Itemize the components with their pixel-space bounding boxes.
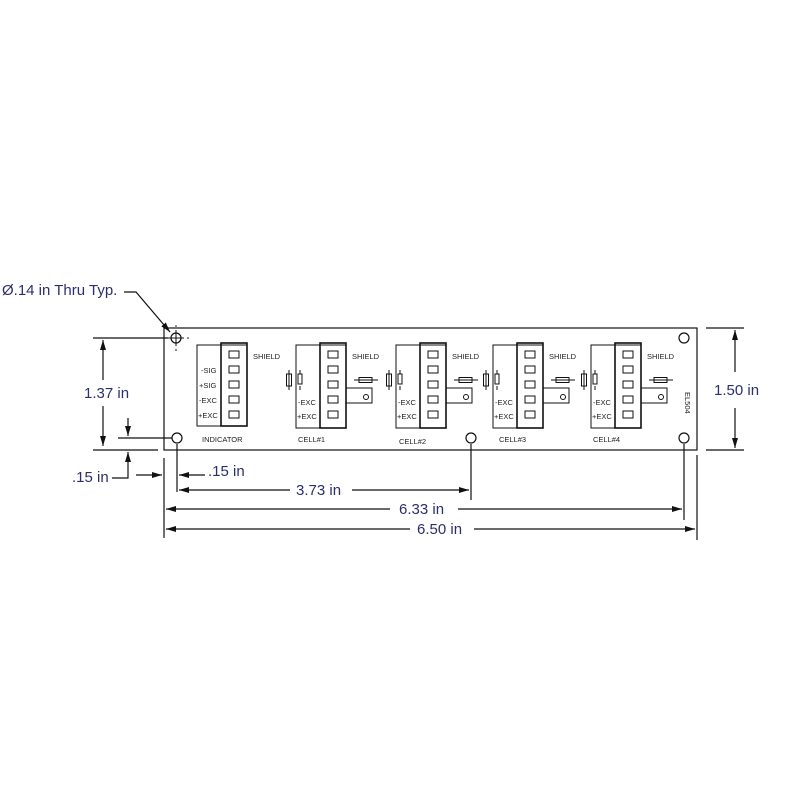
capacitor-icon	[592, 370, 598, 390]
cell-pin-label: +EXC	[592, 412, 612, 421]
mounting-hole-top-left	[168, 325, 189, 351]
cell-pin-label: +EXC	[297, 412, 317, 421]
indicator-pin-label: -SIG	[201, 366, 217, 375]
cell-label: CELL#3	[499, 435, 526, 444]
cell-connector-4	[581, 342, 673, 429]
mounting-hole-bottom-middle	[465, 432, 477, 444]
cell-shield-label: SHIELD	[549, 352, 577, 361]
cell-connector-2	[386, 342, 478, 429]
dimension-height-overall: 1.50 in	[714, 382, 759, 399]
indicator-shield-label: SHIELD	[253, 352, 281, 361]
cell-shield-label: SHIELD	[352, 352, 380, 361]
capacitor-icon	[494, 370, 500, 390]
cell-label: CELL#2	[399, 437, 426, 446]
mounting-hole-bottom-right	[678, 432, 690, 444]
cell-pin-label: +EXC	[494, 412, 514, 421]
capacitor-icon	[297, 370, 303, 390]
resistor-icon	[286, 370, 292, 390]
hole-note: Ø.14 in Thru Typ.	[2, 282, 117, 299]
capacitor-icon	[397, 370, 403, 390]
part-label: EL504	[683, 392, 692, 414]
indicator-connector	[196, 342, 248, 427]
pcb-board-outline	[163, 327, 698, 451]
cell-shield-label: SHIELD	[452, 352, 480, 361]
cell-pin-label: -EXC	[398, 398, 417, 407]
resistor-icon	[354, 377, 378, 383]
mounting-hole-bottom-left	[171, 432, 183, 444]
dimension-right-hole: 6.33 in	[399, 501, 444, 518]
cell-label: CELL#4	[593, 435, 620, 444]
dimension-middle-hole: 3.73 in	[296, 482, 341, 499]
resistor-icon	[649, 377, 673, 383]
cell-pin-label: +EXC	[397, 412, 417, 421]
dimension-hole-offset-horizontal: .15 in	[208, 463, 245, 480]
cell-pin-label: -EXC	[495, 398, 514, 407]
resistor-icon	[581, 370, 587, 390]
dimension-hole-vertical-spacing: 1.37 in	[84, 385, 129, 402]
cell-shield-label: SHIELD	[647, 352, 675, 361]
resistor-icon	[551, 377, 575, 383]
indicator-pin-label: -EXC	[199, 396, 218, 405]
mounting-hole-top-right	[678, 332, 690, 344]
cell-label: CELL#1	[298, 435, 325, 444]
cell-pin-label: -EXC	[298, 398, 317, 407]
resistor-icon	[483, 370, 489, 390]
hole-note-leader	[124, 291, 171, 333]
cell-pin-label: -EXC	[593, 398, 612, 407]
cell-connector-1	[286, 342, 378, 429]
cell-connector-3	[483, 342, 575, 429]
dimension-width-overall: 6.50 in	[417, 521, 462, 538]
indicator-pin-label: +SIG	[199, 381, 216, 390]
resistor-icon	[454, 377, 478, 383]
indicator-label: INDICATOR	[202, 435, 243, 444]
indicator-pin-label: +EXC	[198, 411, 218, 420]
resistor-icon	[386, 370, 392, 390]
dimension-hole-offset-vertical: .15 in	[72, 469, 109, 486]
